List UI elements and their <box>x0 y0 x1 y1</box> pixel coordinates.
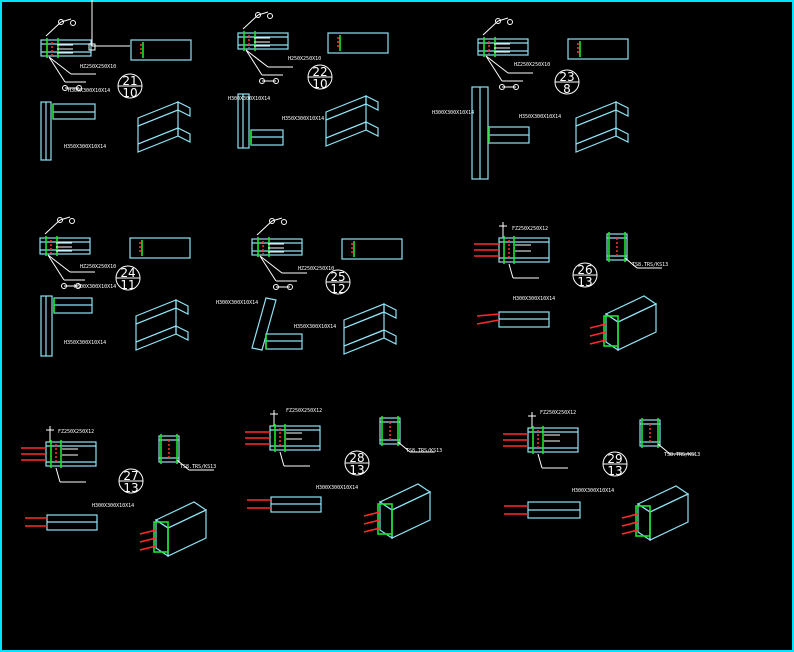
connection-detail-29 <box>502 411 696 541</box>
spec-label-8: FZ250X250X12 <box>286 408 322 414</box>
svg-text:13: 13 <box>123 481 138 495</box>
svg-text:28: 28 <box>349 451 364 465</box>
detail-bubble-22: 22 10 <box>307 64 333 91</box>
svg-text:25: 25 <box>330 270 345 284</box>
spec-label-6c: TS8.TRS/KS13 <box>632 262 668 268</box>
spec-label-3b: H300X300X10X14 <box>432 110 474 116</box>
spec-label-5b: H300X300X10X14 <box>216 300 258 306</box>
svg-text:13: 13 <box>577 275 592 289</box>
svg-text:10: 10 <box>312 77 327 91</box>
connection-detail-21 <box>40 0 192 161</box>
detail-bubble-23: 23 8 <box>554 69 580 96</box>
svg-text:13: 13 <box>607 464 622 478</box>
detail-bubble-21: 21 10 <box>117 73 143 100</box>
spec-label-2b: H300X300X10X14 <box>228 96 270 102</box>
spec-label-2c: H350X300X10X14 <box>282 116 324 122</box>
spec-label-7b: H300X300X10X14 <box>92 503 134 509</box>
spec-label-1b: H300X300X10X14 <box>68 88 110 94</box>
connection-detail-23 <box>471 17 629 180</box>
svg-text:23: 23 <box>559 70 574 84</box>
svg-text:11: 11 <box>120 278 135 292</box>
connection-detail-25 <box>251 217 403 355</box>
spec-label-4: HZ250X250X10 <box>80 264 116 270</box>
detail-bubble-27: 27 13 <box>118 468 144 495</box>
svg-text:10: 10 <box>122 86 137 100</box>
detail-bubble-25: 25 12 <box>325 269 351 296</box>
spec-label-6b: H300X300X10X14 <box>513 296 555 302</box>
spec-label-1c: H350X300X10X14 <box>64 144 106 150</box>
spec-label-9b: H300X300X10X14 <box>572 488 614 494</box>
spec-label-2: H250X250X10 <box>288 56 321 62</box>
spec-label-4b: H300X300X10X14 <box>74 284 116 290</box>
connection-detail-22 <box>237 11 389 149</box>
spec-label-3c: H350X300X10X14 <box>519 114 561 120</box>
spec-label-4c: H350X300X10X14 <box>64 340 106 346</box>
spec-label-7c: TS8.TRS/KS13 <box>180 464 216 470</box>
spec-label-8c: TS8.TRS/KS13 <box>406 448 442 454</box>
spec-label-1: HZ250X250X10 <box>80 64 116 70</box>
spec-label-9: FZ250X250X12 <box>540 410 576 416</box>
spec-label-6: FZ250X250X12 <box>512 226 548 232</box>
detail-bubble-28: 28 13 <box>344 450 370 477</box>
svg-text:24: 24 <box>120 266 135 280</box>
connection-detail-26 <box>473 221 663 351</box>
connection-detail-28 <box>244 409 436 539</box>
spec-label-8b: H300X300X10X14 <box>316 485 358 491</box>
spec-label-3: HZ250X250X10 <box>514 62 550 68</box>
detail-bubble-26: 26 13 <box>572 262 598 289</box>
spec-label-9c: TS8.TRS/KS13 <box>664 452 700 458</box>
svg-text:22: 22 <box>312 65 327 79</box>
svg-text:27: 27 <box>123 469 138 483</box>
spec-label-5c: H350X300X10X14 <box>294 324 336 330</box>
svg-text:12: 12 <box>330 282 345 296</box>
detail-bubble-24: 24 11 <box>115 265 141 292</box>
connection-detail-27 <box>20 425 215 557</box>
svg-text:13: 13 <box>349 463 364 477</box>
connection-detail-24 <box>39 216 191 357</box>
svg-text:29: 29 <box>607 452 622 466</box>
detail-bubble-29: 29 13 <box>602 451 628 478</box>
spec-label-7: FZ250X250X12 <box>58 429 94 435</box>
svg-text:26: 26 <box>577 263 592 277</box>
svg-text:8: 8 <box>563 82 571 96</box>
svg-text:21: 21 <box>122 74 137 88</box>
spec-label-5: HZ250X250X10 <box>298 266 334 272</box>
